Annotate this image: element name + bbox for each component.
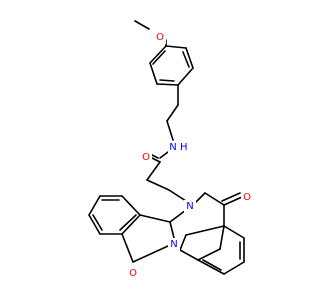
bond-benz-r1 <box>223 225 245 239</box>
bond-benz-r3 <box>223 261 245 275</box>
bond-iso-1 <box>121 195 141 216</box>
bond-quin-4 <box>197 248 221 261</box>
molecule-diagram: O N H O N N O <box>88 20 253 280</box>
bond-quin-co <box>223 196 243 206</box>
bond-iso-6 <box>121 214 141 235</box>
bond-iso-4 <box>88 214 101 235</box>
bond-iso-8 <box>132 245 169 263</box>
bond-para-ring-5 <box>149 62 158 85</box>
ring-carbonyl-oxygen-bottom-atom: O <box>127 267 139 280</box>
bond-iso-db-3 <box>119 214 137 231</box>
amide-nitrogen-label: N <box>169 142 176 153</box>
bond-ethyl-3 <box>166 120 174 141</box>
bond-ring-c-n <box>195 192 206 203</box>
bond-para-ring-6 <box>149 45 167 64</box>
bond-layer <box>88 20 245 275</box>
bond-quin-5 <box>179 249 199 261</box>
amide-hydrogen-label: H <box>180 142 188 153</box>
bond-quin-1 <box>204 192 225 206</box>
bond-amide-c-o <box>151 157 161 163</box>
bond-para-ring-db-1 <box>182 51 190 68</box>
bond-iso-3 <box>88 195 101 216</box>
bond-quin-7 <box>185 225 225 236</box>
amide-carbonyl-oxygen-label: O <box>142 152 150 163</box>
bond-quin-3 <box>219 225 225 250</box>
bond-ch-bridge-2 <box>169 221 175 239</box>
ring-nitrogen-bottom-label: N <box>170 239 177 250</box>
bond-chain-3 <box>168 189 187 202</box>
amide-nitrogen-atom: N H <box>168 141 190 154</box>
ring-carbonyl-oxygen-top-label: O <box>243 192 251 203</box>
bond-para-ring-db-3 <box>152 50 166 65</box>
bond-amide-c-n <box>159 151 169 159</box>
bond-quin-co-db <box>221 192 241 202</box>
bond-para-ring-4 <box>156 83 179 86</box>
bond-iso-7 <box>121 233 134 263</box>
methoxy-oxygen-atom: O <box>154 31 166 44</box>
bond-chain-2 <box>146 179 170 191</box>
ring-nitrogen-bottom-atom: N <box>168 238 180 251</box>
bond-iso-db-2 <box>92 214 103 231</box>
bond-benz-r-db-2 <box>202 259 222 271</box>
amide-carbonyl-oxygen-atom: O <box>140 151 152 164</box>
ring-nitrogen-top-label: N <box>186 201 193 212</box>
bond-ethyl-2 <box>166 104 179 122</box>
ring-nitrogen-top-atom: N <box>184 200 196 213</box>
structure-canvas: O N H O N N O <box>88 20 253 280</box>
bond-quin-6 <box>179 234 187 251</box>
bond-para-ring-2 <box>185 47 194 69</box>
atom-label-layer: O N H O N N O <box>127 31 253 280</box>
bond-benz-r4 <box>197 259 225 275</box>
bond-para-ring-3 <box>177 67 194 86</box>
bond-chain-1 <box>146 161 161 181</box>
bond-para-ring-1 <box>165 45 187 49</box>
ring-carbonyl-oxygen-top-atom: O <box>241 191 253 204</box>
methoxy-oxygen-label: O <box>156 32 164 43</box>
bond-para-ring-db-2 <box>159 79 175 82</box>
bond-ch-bridge-3 <box>139 214 171 223</box>
bond-ch-bridge-1 <box>169 209 187 223</box>
ring-carbonyl-oxygen-bottom-label: O <box>129 268 137 279</box>
bond-methoxy-methyl <box>134 20 150 30</box>
